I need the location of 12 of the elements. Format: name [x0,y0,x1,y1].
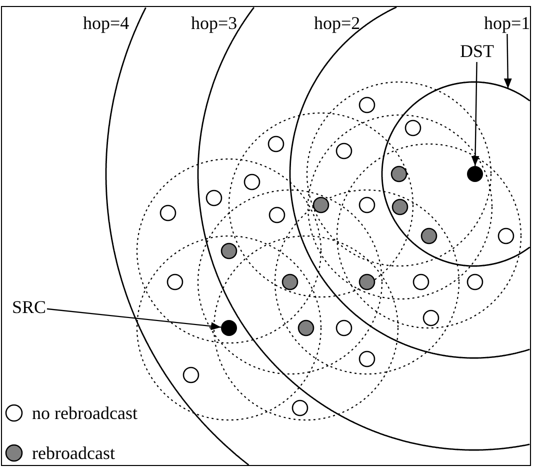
legend-label: no rebroadcast [32,403,138,423]
leader-arrow [504,34,512,88]
solid-dot-icon [221,320,237,336]
hop-label: hop=2 [314,13,360,33]
hop-label: hop=4 [83,13,130,33]
destination-label: DST [460,41,494,61]
leader-arrow [471,62,480,166]
hop-label: hop=3 [191,13,238,33]
legend-label: rebroadcast [32,443,115,463]
hop-label: hop=1 [484,13,530,33]
leader-arrow [46,308,222,330]
source-label: SRC [12,297,46,317]
